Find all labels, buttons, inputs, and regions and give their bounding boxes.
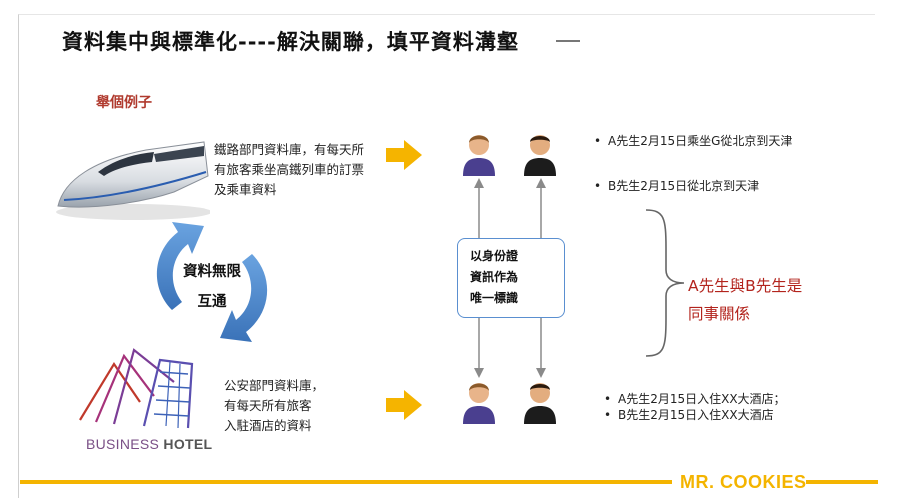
- relation-line: A先生與B先生是: [688, 277, 803, 295]
- railway-line: 有旅客乘坐高鐵列車的訂票: [214, 162, 365, 177]
- connector-arrows: [474, 178, 546, 378]
- train-image: [56, 141, 210, 220]
- hotel-logo-icon: [79, 348, 194, 429]
- brand-logo: MR. COOKIES: [680, 472, 807, 492]
- page-title: 資料集中與標準化----解決關聯，填平資料溝壑: [62, 30, 519, 54]
- cycle-arrows-icon: [156, 222, 268, 342]
- list-item: •B先生2月15日入住XX大酒店: [604, 408, 774, 422]
- id-box-line: 唯一標識: [470, 291, 519, 305]
- footer-bar: [806, 480, 878, 484]
- person-icon: [463, 383, 495, 424]
- person-icon: [524, 135, 556, 176]
- brace-icon: [645, 209, 685, 357]
- hotel-logo-word: HOTEL: [163, 436, 213, 452]
- hotel-logo-word: BUSINESS: [86, 436, 160, 452]
- id-box-line: 以身份證: [470, 249, 519, 263]
- relation-conclusion: A先生與B先生是 同事關係: [688, 272, 802, 328]
- police-line: 有每天所有旅客: [224, 398, 312, 413]
- orange-arrow-icon: [386, 390, 422, 420]
- list-item-text: B先生2月15日從北京到天津: [608, 179, 760, 193]
- railway-line: 鐵路部門資料庫，有每天所: [214, 142, 365, 157]
- railway-description: 鐵路部門資料庫，有每天所 有旅客乘坐高鐵列車的訂票 及乘車資料: [214, 140, 400, 200]
- person-icon: [463, 135, 495, 176]
- list-item-text: B先生2月15日入住XX大酒店: [618, 408, 774, 422]
- id-key-box: 以身份證 資訊作為 唯一標識: [457, 238, 565, 318]
- relation-line: 同事關係: [688, 305, 751, 323]
- list-item: •B先生2月15日從北京到天津: [594, 179, 760, 193]
- data-exchange-label: 資料無限 互通: [166, 257, 258, 317]
- police-description: 公安部門資料庫， 有每天所有旅客 入駐酒店的資料: [224, 376, 354, 436]
- orange-arrow-icon: [386, 140, 422, 170]
- cycle-line: 資料無限: [183, 264, 241, 280]
- title-underline: [556, 40, 580, 42]
- hotel-logo-text: BUSINESS HOTEL: [86, 436, 212, 452]
- railway-line: 及乘車資料: [214, 182, 277, 197]
- person-icon: [524, 383, 556, 424]
- example-label: 舉個例子: [96, 95, 152, 111]
- list-item: •A先生2月15日乘坐G從北京到天津: [594, 134, 793, 148]
- page-frame: [18, 14, 875, 498]
- id-box-line: 資訊作為: [470, 270, 519, 284]
- footer-bar: [20, 480, 672, 484]
- list-item: •A先生2月15日入住XX大酒店；: [604, 392, 786, 406]
- list-item-text: A先生2月15日乘坐G從北京到天津: [608, 134, 793, 148]
- police-line: 入駐酒店的資料: [224, 418, 312, 433]
- cycle-line: 互通: [197, 294, 227, 310]
- list-item-text: A先生2月15日入住XX大酒店；: [618, 392, 786, 406]
- police-line: 公安部門資料庫，: [224, 378, 325, 393]
